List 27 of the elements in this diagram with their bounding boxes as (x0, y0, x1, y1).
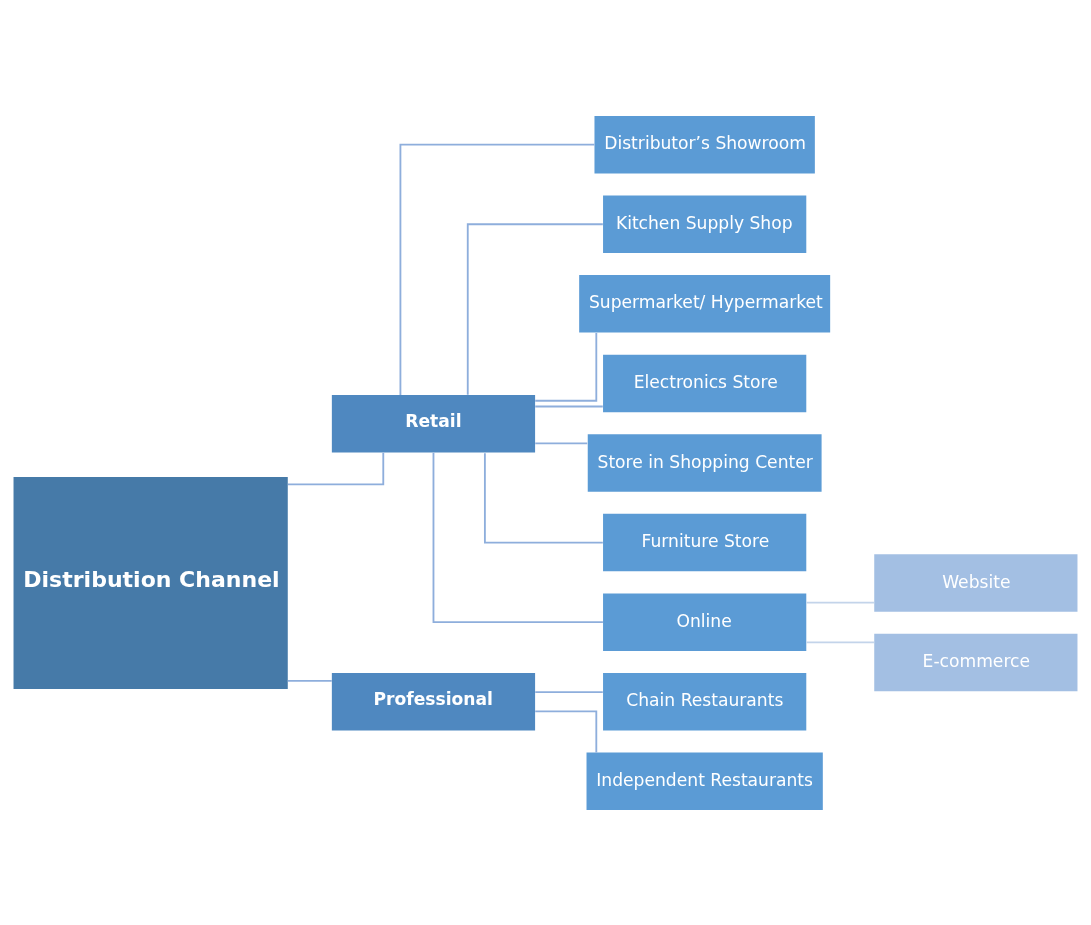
connector (466, 222, 604, 396)
connector (483, 451, 604, 543)
node-box: Independent Restaurants (586, 752, 823, 810)
node-box: Furniture Store (603, 513, 807, 571)
connector (534, 709, 598, 753)
connector (534, 442, 589, 444)
node-box: Supermarket/ Hypermarket (579, 274, 831, 333)
connector (805, 640, 875, 643)
connector (287, 451, 385, 485)
node-box: Online (603, 592, 807, 651)
connector (399, 143, 596, 396)
connector (534, 690, 604, 693)
node-box: E-commerce (874, 633, 1078, 691)
connector (534, 405, 604, 407)
node-box: Chain Restaurants (603, 672, 807, 730)
connector (287, 679, 333, 682)
node-box: Distribution Channel (13, 476, 288, 689)
node-box: Kitchen Supply Shop (603, 195, 807, 253)
node-box: Store in Shopping Center (587, 433, 822, 492)
node-box: Retail (331, 394, 536, 453)
connector (534, 331, 598, 402)
node-box: Electronics Store (603, 354, 807, 412)
connector (805, 601, 875, 603)
connector (432, 451, 604, 623)
node-box: Website (874, 553, 1078, 612)
node-box: Distributor’s Showroom (594, 115, 815, 173)
node-box: Professional (331, 672, 536, 730)
